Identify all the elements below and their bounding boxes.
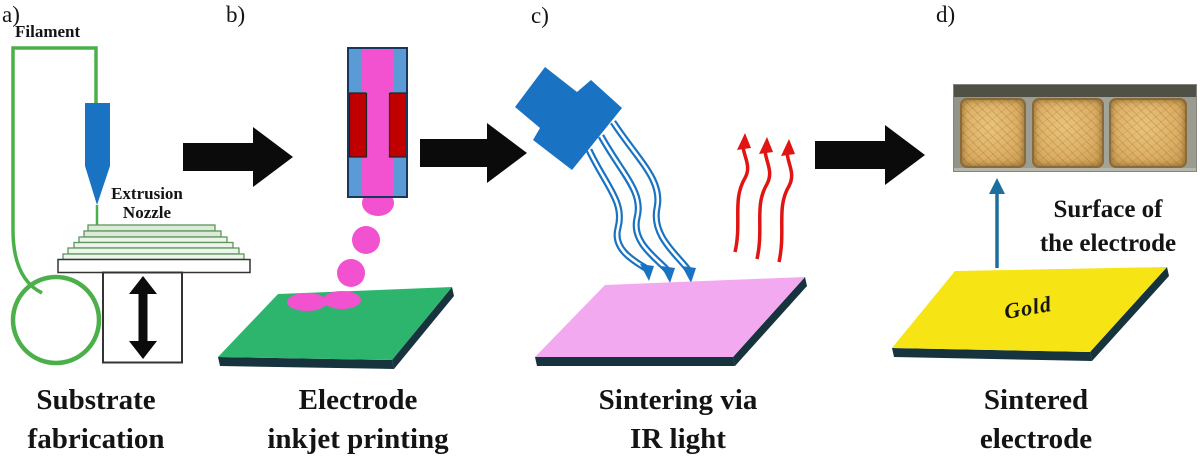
- z-axis-double-arrow-icon: [129, 276, 157, 359]
- gold-electrode-square: [960, 98, 1026, 168]
- panel-label-c: c): [531, 3, 549, 28]
- build-platform: [57, 258, 251, 274]
- caption-c-line1: Sintering via: [598, 384, 758, 416]
- printed-layer: [83, 230, 222, 238]
- ink-droplet: [337, 259, 365, 287]
- heat-arrows: [733, 133, 795, 263]
- surface-label-line2: the electrode: [1039, 230, 1177, 257]
- substrate-edge-right: [392, 287, 454, 369]
- extrusion-nozzle-label-line1: Extrusion: [111, 184, 183, 203]
- substrate-edge-front: [218, 357, 394, 369]
- caption-d-line2: electrode: [979, 423, 1093, 455]
- extrusion-nozzle-label-line2: Nozzle: [122, 203, 172, 222]
- ink-channel: [362, 48, 394, 197]
- panel-label-d: d): [936, 2, 956, 27]
- panel-b-graphic: [218, 47, 454, 369]
- flow-arrow-a-to-b-icon: [183, 127, 293, 187]
- substrate-edge-front: [535, 357, 735, 366]
- heat-arrow-line: [733, 140, 750, 253]
- gold-electrode-square: [1032, 98, 1104, 168]
- substrate-edge-front: [892, 348, 1092, 361]
- gold-electrode-square: [1109, 98, 1187, 168]
- printed-layer: [73, 241, 234, 249]
- surface-label-line1: Surface of: [1053, 196, 1163, 223]
- panel-d-graphic: [892, 178, 1169, 361]
- photo-background-strip: [954, 168, 1196, 171]
- printhead-outline: [347, 47, 408, 198]
- ir-beam-arrowhead-icon: [682, 266, 696, 283]
- piezo-actuator-left: [348, 92, 368, 158]
- caption-c-line2: IR light: [630, 423, 726, 455]
- ir-beam-core: [587, 149, 648, 271]
- caption-a-line1: Substrate: [36, 384, 156, 416]
- extrusion-nozzle-shape: [85, 103, 110, 205]
- printed-layer-stack: [62, 224, 245, 261]
- ir-lamp-shape: [515, 67, 622, 170]
- inkjet-printhead: [347, 47, 408, 198]
- printed-ink-splat: [323, 291, 361, 309]
- heat-arrowhead-icon: [781, 139, 795, 156]
- panel-c-graphic: [515, 67, 807, 366]
- printed-layer: [62, 253, 245, 261]
- substrate-green-top: [218, 287, 452, 360]
- caption-b-line2: inkjet printing: [267, 423, 449, 455]
- substrate-gold-top: [892, 267, 1167, 352]
- surface-pointer-arrowhead-icon: [989, 178, 1005, 194]
- filament-path-icon: [11, 46, 98, 295]
- ir-beams: [585, 120, 696, 283]
- caption-a-line2: fabrication: [27, 423, 165, 455]
- printed-ink-splat: [287, 293, 327, 311]
- substrate-edge-right: [733, 277, 807, 366]
- printed-layer: [67, 247, 240, 255]
- panel-label-a: a): [2, 2, 20, 27]
- filament-spool-icon: [10, 274, 102, 366]
- panel-label-b: b): [226, 2, 246, 27]
- heat-arrow-line: [777, 146, 794, 263]
- ink-droplet: [352, 226, 380, 254]
- filament-label: Filament: [15, 22, 81, 41]
- ir-beam-core: [599, 135, 669, 272]
- panel-a-graphic: [10, 46, 251, 366]
- ir-beam-arrowhead-icon: [661, 266, 675, 283]
- heat-arrowhead-icon: [737, 133, 751, 150]
- electrode-surface-photo: [953, 84, 1197, 172]
- heat-arrowhead-icon: [759, 137, 773, 154]
- heat-arrow-line: [755, 144, 772, 260]
- photo-background-strip: [954, 85, 1196, 97]
- flow-arrow-c-to-d-icon: [815, 125, 925, 185]
- piezo-actuator-right: [388, 92, 408, 158]
- printed-layer: [87, 224, 216, 232]
- flow-arrow-b-to-c-icon: [420, 123, 527, 183]
- caption-b-line1: Electrode: [298, 384, 418, 416]
- caption-d-line1: Sintered: [983, 384, 1089, 416]
- printed-layer: [78, 236, 228, 244]
- substrate-edge-right: [1090, 267, 1169, 361]
- ir-beam-arrowhead-icon: [640, 264, 654, 281]
- ir-beam-core: [611, 121, 691, 272]
- substrate-pink-top: [535, 277, 805, 357]
